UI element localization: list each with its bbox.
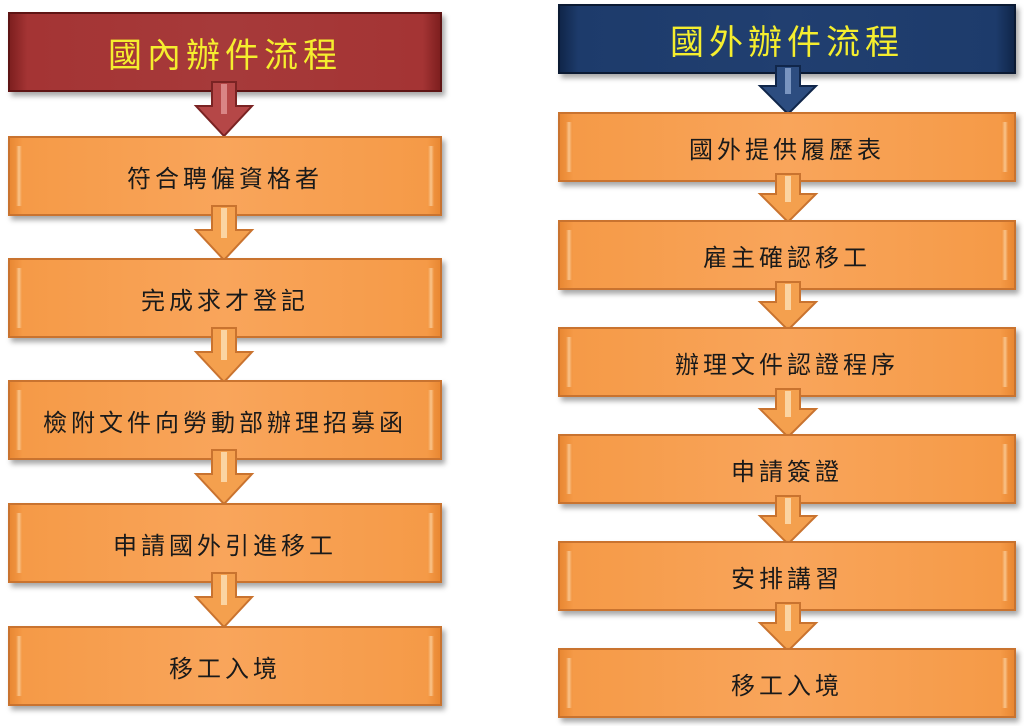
domestic-step-5: 移工入境 [8,626,442,706]
domestic-process-title: 國內辦件流程 [8,12,442,92]
domestic-step-2: 完成求才登記 [8,258,442,338]
overseas-step-6: 移工入境 [558,648,1016,718]
overseas-step-3: 辦理文件認證程序 [558,327,1016,397]
overseas-step-2: 雇主確認移工 [558,220,1016,290]
down-arrow-icon [193,572,255,629]
down-arrow-icon [193,81,255,138]
overseas-process-title: 國外辦件流程 [558,4,1016,74]
down-arrow-icon [757,281,819,332]
domestic-step-4: 申請國外引進移工 [8,503,442,583]
domestic-step-3: 檢附文件向勞動部辦理招募函 [8,380,442,460]
down-arrow-icon [193,205,255,262]
down-arrow-icon [757,495,819,546]
down-arrow-icon [757,602,819,653]
domestic-step-1: 符合聘僱資格者 [8,136,442,216]
down-arrow-icon [757,388,819,439]
overseas-step-4: 申請簽證 [558,434,1016,504]
down-arrow-icon [193,449,255,506]
down-arrow-icon [193,327,255,384]
overseas-step-1: 國外提供履歷表 [558,112,1016,182]
down-arrow-icon [757,173,819,224]
overseas-step-5: 安排講習 [558,541,1016,611]
down-arrow-icon [757,65,819,116]
